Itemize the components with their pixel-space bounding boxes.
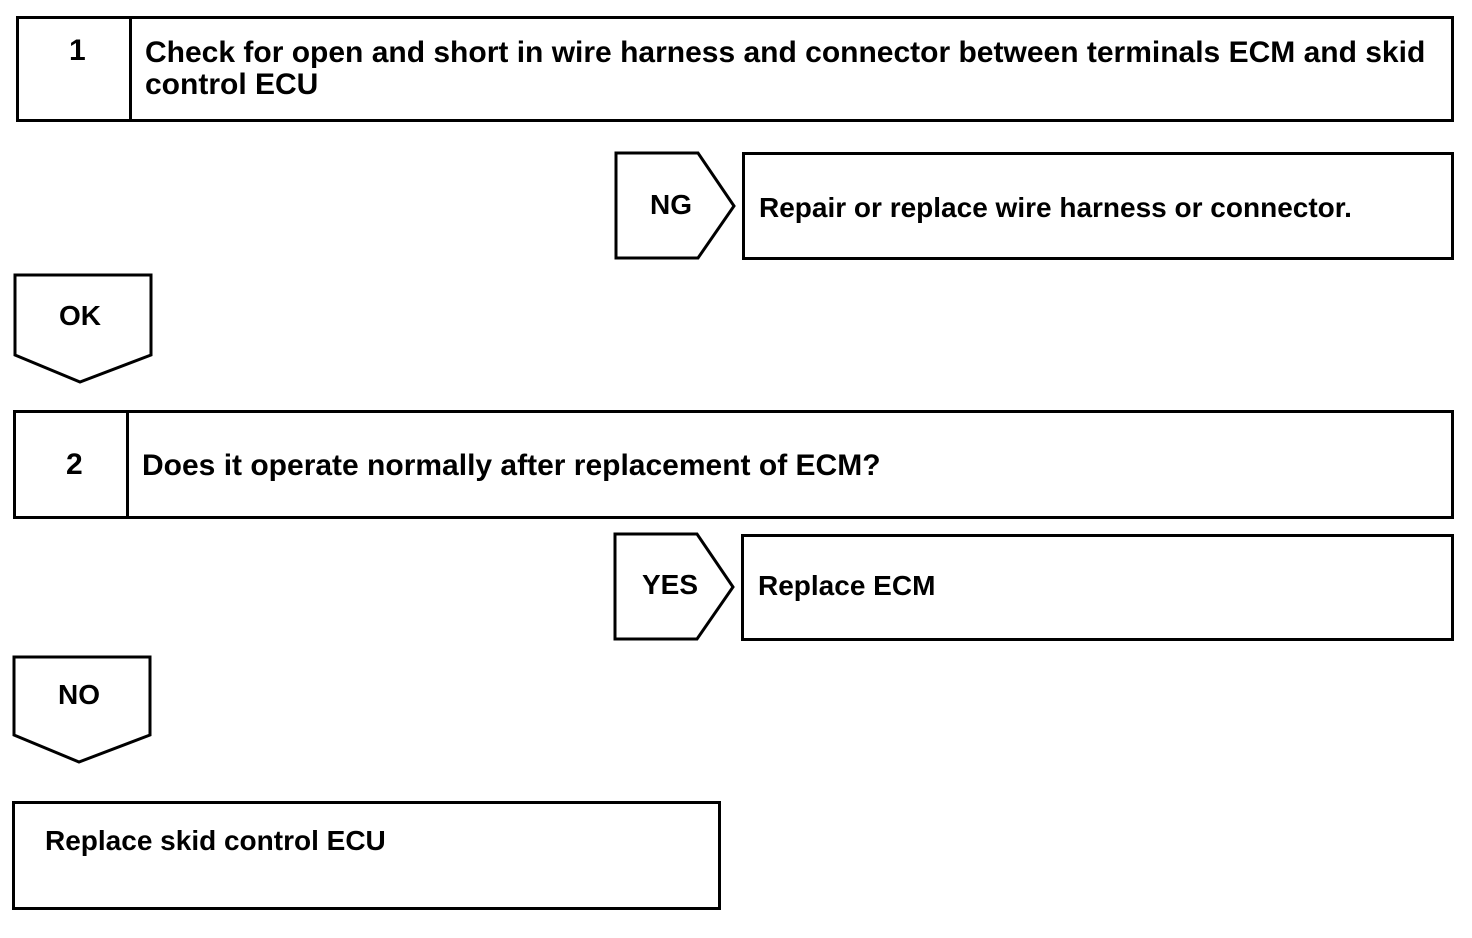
step-2-box: 2 Does it operate normally after replace… — [13, 410, 1454, 519]
ok-arrow-tag — [13, 273, 153, 384]
step-1-box: 1 Check for open and short in wire harne… — [16, 16, 1454, 122]
no-arrow-tag — [12, 655, 152, 764]
ok-label: OK — [59, 300, 101, 331]
yes-result-text: Replace ECM — [758, 570, 936, 601]
step-1-number: 1 — [69, 34, 86, 67]
no-label: NO — [58, 679, 100, 710]
step-1-text: Check for open and short in wire harness… — [145, 36, 1426, 101]
ng-result-box: Repair or replace wire harness or connec… — [742, 152, 1454, 260]
ng-label: NG — [650, 189, 692, 220]
ng-arrow-tag — [614, 151, 736, 260]
step-2-number-cell: 2 — [16, 413, 129, 516]
ng-result-text: Repair or replace wire harness or connec… — [759, 192, 1352, 223]
yes-label: YES — [641, 569, 699, 600]
final-result-text: Replace skid control ECU — [45, 825, 386, 856]
yes-result-box: Replace ECM — [741, 534, 1454, 641]
step-2-text: Does it operate normally after replaceme… — [142, 449, 881, 482]
step-1-number-cell: 1 — [19, 19, 132, 119]
final-result-box: Replace skid control ECU — [12, 801, 721, 910]
step-2-number: 2 — [66, 448, 83, 481]
yes-arrow-tag — [613, 532, 735, 641]
